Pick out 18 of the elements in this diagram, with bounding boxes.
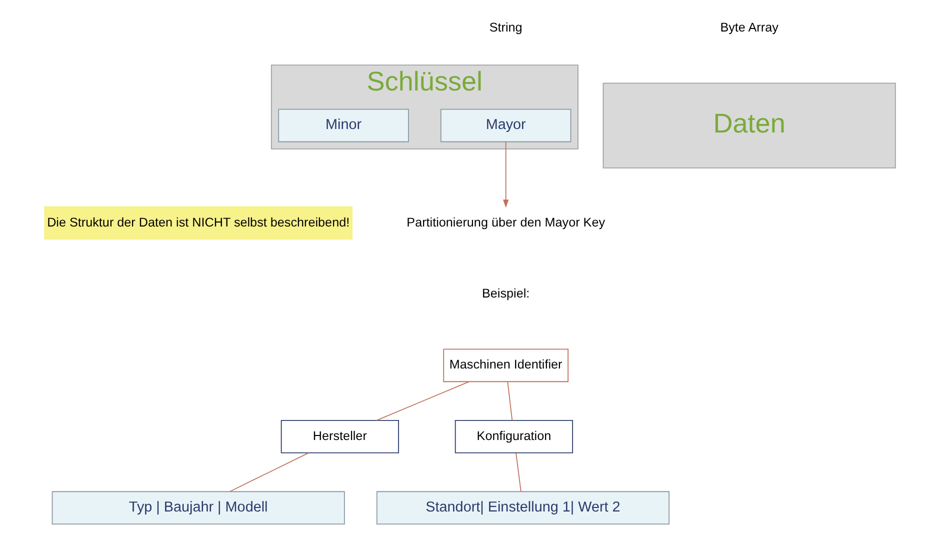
connector: [515, 452, 521, 492]
node-box: Minor: [278, 108, 408, 142]
node-box: Hersteller: [280, 420, 398, 454]
label: Beispiel:: [482, 286, 530, 300]
node-text: Partitionierung über den Mayor Key: [406, 215, 605, 230]
connector: [376, 381, 469, 421]
node-box: Konfiguration: [454, 420, 573, 454]
node-box: Daten: [602, 82, 896, 168]
label: String: [488, 20, 522, 34]
arrow: [502, 141, 508, 208]
node-box: Standort| Einstellung 1| Wert 2: [376, 491, 669, 525]
node-box: Maschinen Identifier: [442, 348, 568, 382]
connector: [506, 381, 512, 421]
node-box: Mayor: [440, 108, 571, 142]
label: Byte Array: [720, 20, 778, 34]
node-box: Die Struktur der Daten ist NICHT selbst beschreibend!: [44, 206, 352, 240]
node-box: Typ | Baujahr | Modell: [51, 491, 344, 525]
connector: [228, 452, 308, 492]
